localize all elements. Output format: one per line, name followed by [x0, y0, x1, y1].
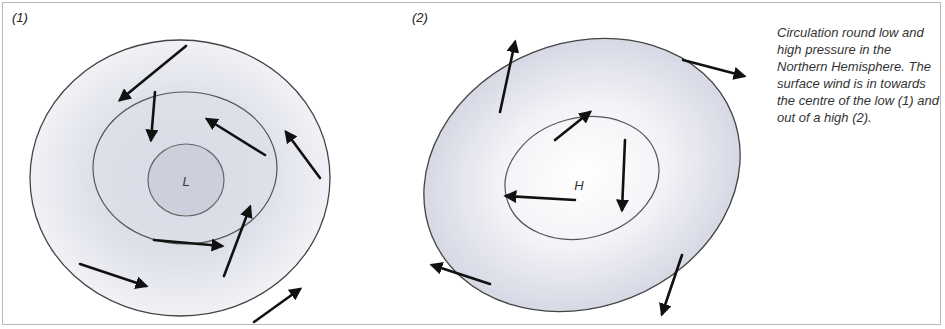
low-pressure-system	[30, 40, 330, 316]
pressure-centre-label: H	[574, 178, 583, 193]
panel-number: (1)	[12, 10, 28, 25]
high-pressure-system	[382, 0, 781, 329]
figure-caption: Circulation round low and high pressure …	[777, 24, 939, 126]
panel-number: (2)	[412, 10, 428, 25]
wind-arrows	[80, 42, 744, 322]
pressure-centre-label: L	[182, 174, 189, 189]
